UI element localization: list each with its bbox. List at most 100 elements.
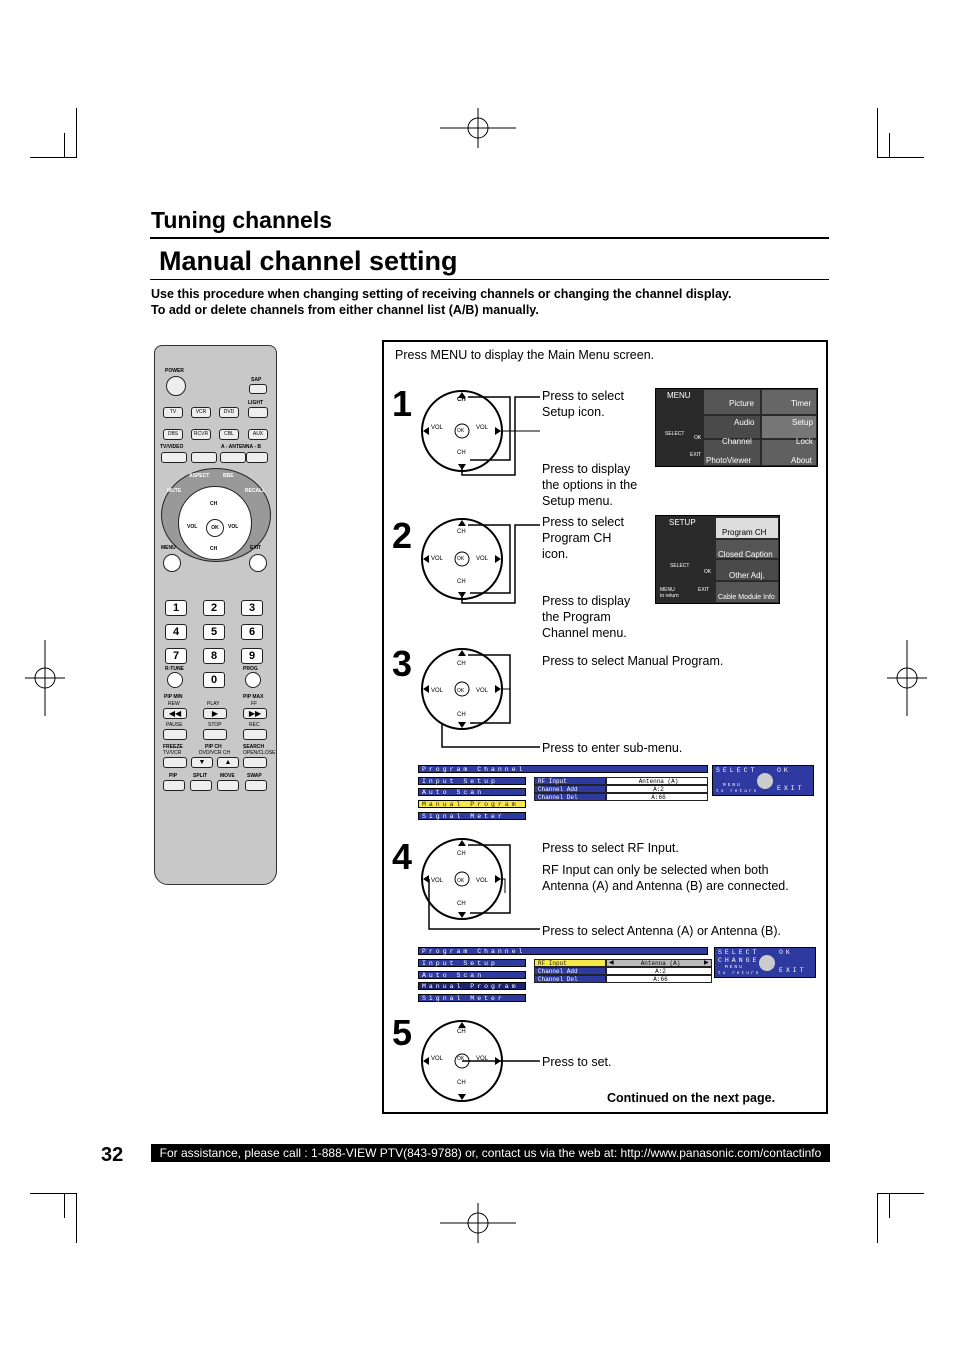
menu-item-manual-program[interactable]: Manual Program <box>418 800 526 808</box>
crop-mark <box>76 108 77 158</box>
menu-item-auto-scan[interactable]: Auto Scan <box>418 971 526 979</box>
recall-label[interactable]: RECALL <box>245 488 266 494</box>
move-button[interactable] <box>217 780 239 791</box>
ff-button[interactable]: ▶▶ <box>243 708 267 719</box>
remote-dpad[interactable] <box>178 486 252 560</box>
step-4-text-b: RF Input can only be selected when both … <box>542 863 789 893</box>
cbl-button[interactable]: CBL <box>219 429 239 440</box>
exit-button[interactable] <box>249 554 267 572</box>
swap-button[interactable] <box>245 780 267 791</box>
light-button[interactable] <box>248 407 268 418</box>
channel-del-value: A:66 <box>606 793 708 801</box>
search-button[interactable] <box>243 757 267 768</box>
menu-item-input-setup[interactable]: Input Setup <box>418 959 526 967</box>
light-label: LIGHT <box>248 400 263 406</box>
nav-exit: EXIT <box>777 785 805 792</box>
closed-caption-tile[interactable] <box>716 540 778 558</box>
number-8-button[interactable]: 8 <box>203 648 225 664</box>
bbe-label[interactable]: BBE <box>223 473 234 479</box>
continued-note: Continued on the next page. <box>607 1091 776 1105</box>
rf-input-label[interactable]: RF Input <box>534 959 606 967</box>
program-ch-tile[interactable] <box>716 518 778 538</box>
sd-button[interactable] <box>191 452 217 463</box>
aspect-label[interactable]: ASPECT <box>189 473 210 479</box>
antenna-button[interactable] <box>220 452 246 463</box>
prog-button[interactable] <box>245 672 261 688</box>
picture-tile[interactable] <box>704 390 760 414</box>
number-5-button[interactable]: 5 <box>203 624 225 640</box>
sap-button[interactable] <box>249 384 267 394</box>
number-1-button[interactable]: 1 <box>165 600 187 616</box>
pip-ch-down-button[interactable]: ▼ <box>191 757 213 768</box>
input-button[interactable] <box>246 452 268 463</box>
channel-add-label[interactable]: Channel Add <box>534 967 606 975</box>
menu-hint: MENU <box>660 587 675 593</box>
dbs-button[interactable]: DBS <box>163 429 183 440</box>
number-4-button[interactable]: 4 <box>165 624 187 640</box>
remote-ok-button[interactable]: OK <box>206 519 224 537</box>
channel-del-label[interactable]: Channel Del <box>534 793 606 801</box>
about-tile[interactable] <box>762 440 816 465</box>
dpad-ok-button[interactable]: OK <box>457 688 465 694</box>
pip-button[interactable] <box>163 780 185 791</box>
dpad-vol-label: VOL <box>431 425 444 431</box>
vcr-button[interactable]: VCR <box>191 407 211 418</box>
registration-mark-bottom <box>440 1203 516 1243</box>
return-hint: to return <box>660 593 679 599</box>
step-4-text-c: Press to select Antenna (A) or Antenna (… <box>542 924 782 938</box>
menu-item-signal-meter[interactable]: Signal Meter <box>418 812 526 820</box>
number-7-button[interactable]: 7 <box>165 648 187 664</box>
stop-button[interactable] <box>203 729 227 740</box>
freeze-button[interactable] <box>163 757 187 768</box>
timer-tile[interactable] <box>762 390 816 414</box>
number-3-button[interactable]: 3 <box>241 600 263 616</box>
dpad-vol-label: VOL <box>476 688 489 694</box>
menu-item-auto-scan[interactable]: Auto Scan <box>418 788 526 796</box>
number-0-button[interactable]: 0 <box>203 672 225 688</box>
number-2-button[interactable]: 2 <box>203 600 225 616</box>
rcvr-button[interactable]: RCVR <box>191 429 211 440</box>
crop-mark <box>877 1193 924 1194</box>
divider <box>150 279 829 280</box>
crop-mark <box>64 133 65 158</box>
other-adj-tile[interactable] <box>716 560 778 580</box>
rew-button[interactable]: ◀◀ <box>163 708 187 719</box>
rf-input-label[interactable]: RF Input <box>534 777 606 785</box>
power-button[interactable] <box>166 376 186 396</box>
tv-button[interactable]: TV <box>163 407 183 418</box>
tvvcr-label: TV/VCR <box>163 750 182 756</box>
number-9-button[interactable]: 9 <box>241 648 263 664</box>
channel-add-label[interactable]: Channel Add <box>534 785 606 793</box>
pip-ch-up-button[interactable]: ▲ <box>217 757 239 768</box>
dpad-ok-button[interactable]: OK <box>457 428 465 434</box>
audio-tile[interactable] <box>704 416 760 438</box>
menu-button[interactable] <box>163 554 181 572</box>
menu-item-manual-program[interactable]: Manual Program <box>418 982 526 990</box>
mute-label[interactable]: MUTE <box>167 488 182 494</box>
rec-button[interactable] <box>243 729 267 740</box>
dpad-ch-label: CH <box>457 397 466 403</box>
rf-input-value[interactable]: Antenna (A) <box>606 959 712 967</box>
dpad-ok-button[interactable]: OK <box>457 1056 465 1062</box>
pause-button[interactable] <box>163 729 187 740</box>
channel-del-label[interactable]: Channel Del <box>534 975 606 983</box>
menu-item-input-setup[interactable]: Input Setup <box>418 777 526 785</box>
dvd-button[interactable]: DVD <box>219 407 239 418</box>
chevron-left-icon[interactable]: ◀ <box>609 960 614 966</box>
nav-dpad-icon <box>759 955 775 971</box>
split-button[interactable] <box>190 780 212 791</box>
rtune-button[interactable] <box>167 672 183 688</box>
number-6-button[interactable]: 6 <box>241 624 263 640</box>
dpad-ok-button[interactable]: OK <box>457 556 465 562</box>
photoviewer-tile[interactable] <box>704 440 760 465</box>
setup-tile[interactable] <box>762 416 816 438</box>
cable-module-tile[interactable] <box>716 582 778 602</box>
play-button[interactable]: ▶ <box>203 708 227 719</box>
menu-item-signal-meter[interactable]: Signal Meter <box>418 994 526 1002</box>
dpad-ch-label: CH <box>457 901 466 907</box>
chevron-right-icon[interactable]: ▶ <box>704 960 709 966</box>
tvvideo-button[interactable] <box>161 452 187 463</box>
aux-button[interactable]: AUX <box>248 429 268 440</box>
exit-hint: EXIT <box>690 452 702 458</box>
dpad-ok-button[interactable]: OK <box>457 878 465 884</box>
